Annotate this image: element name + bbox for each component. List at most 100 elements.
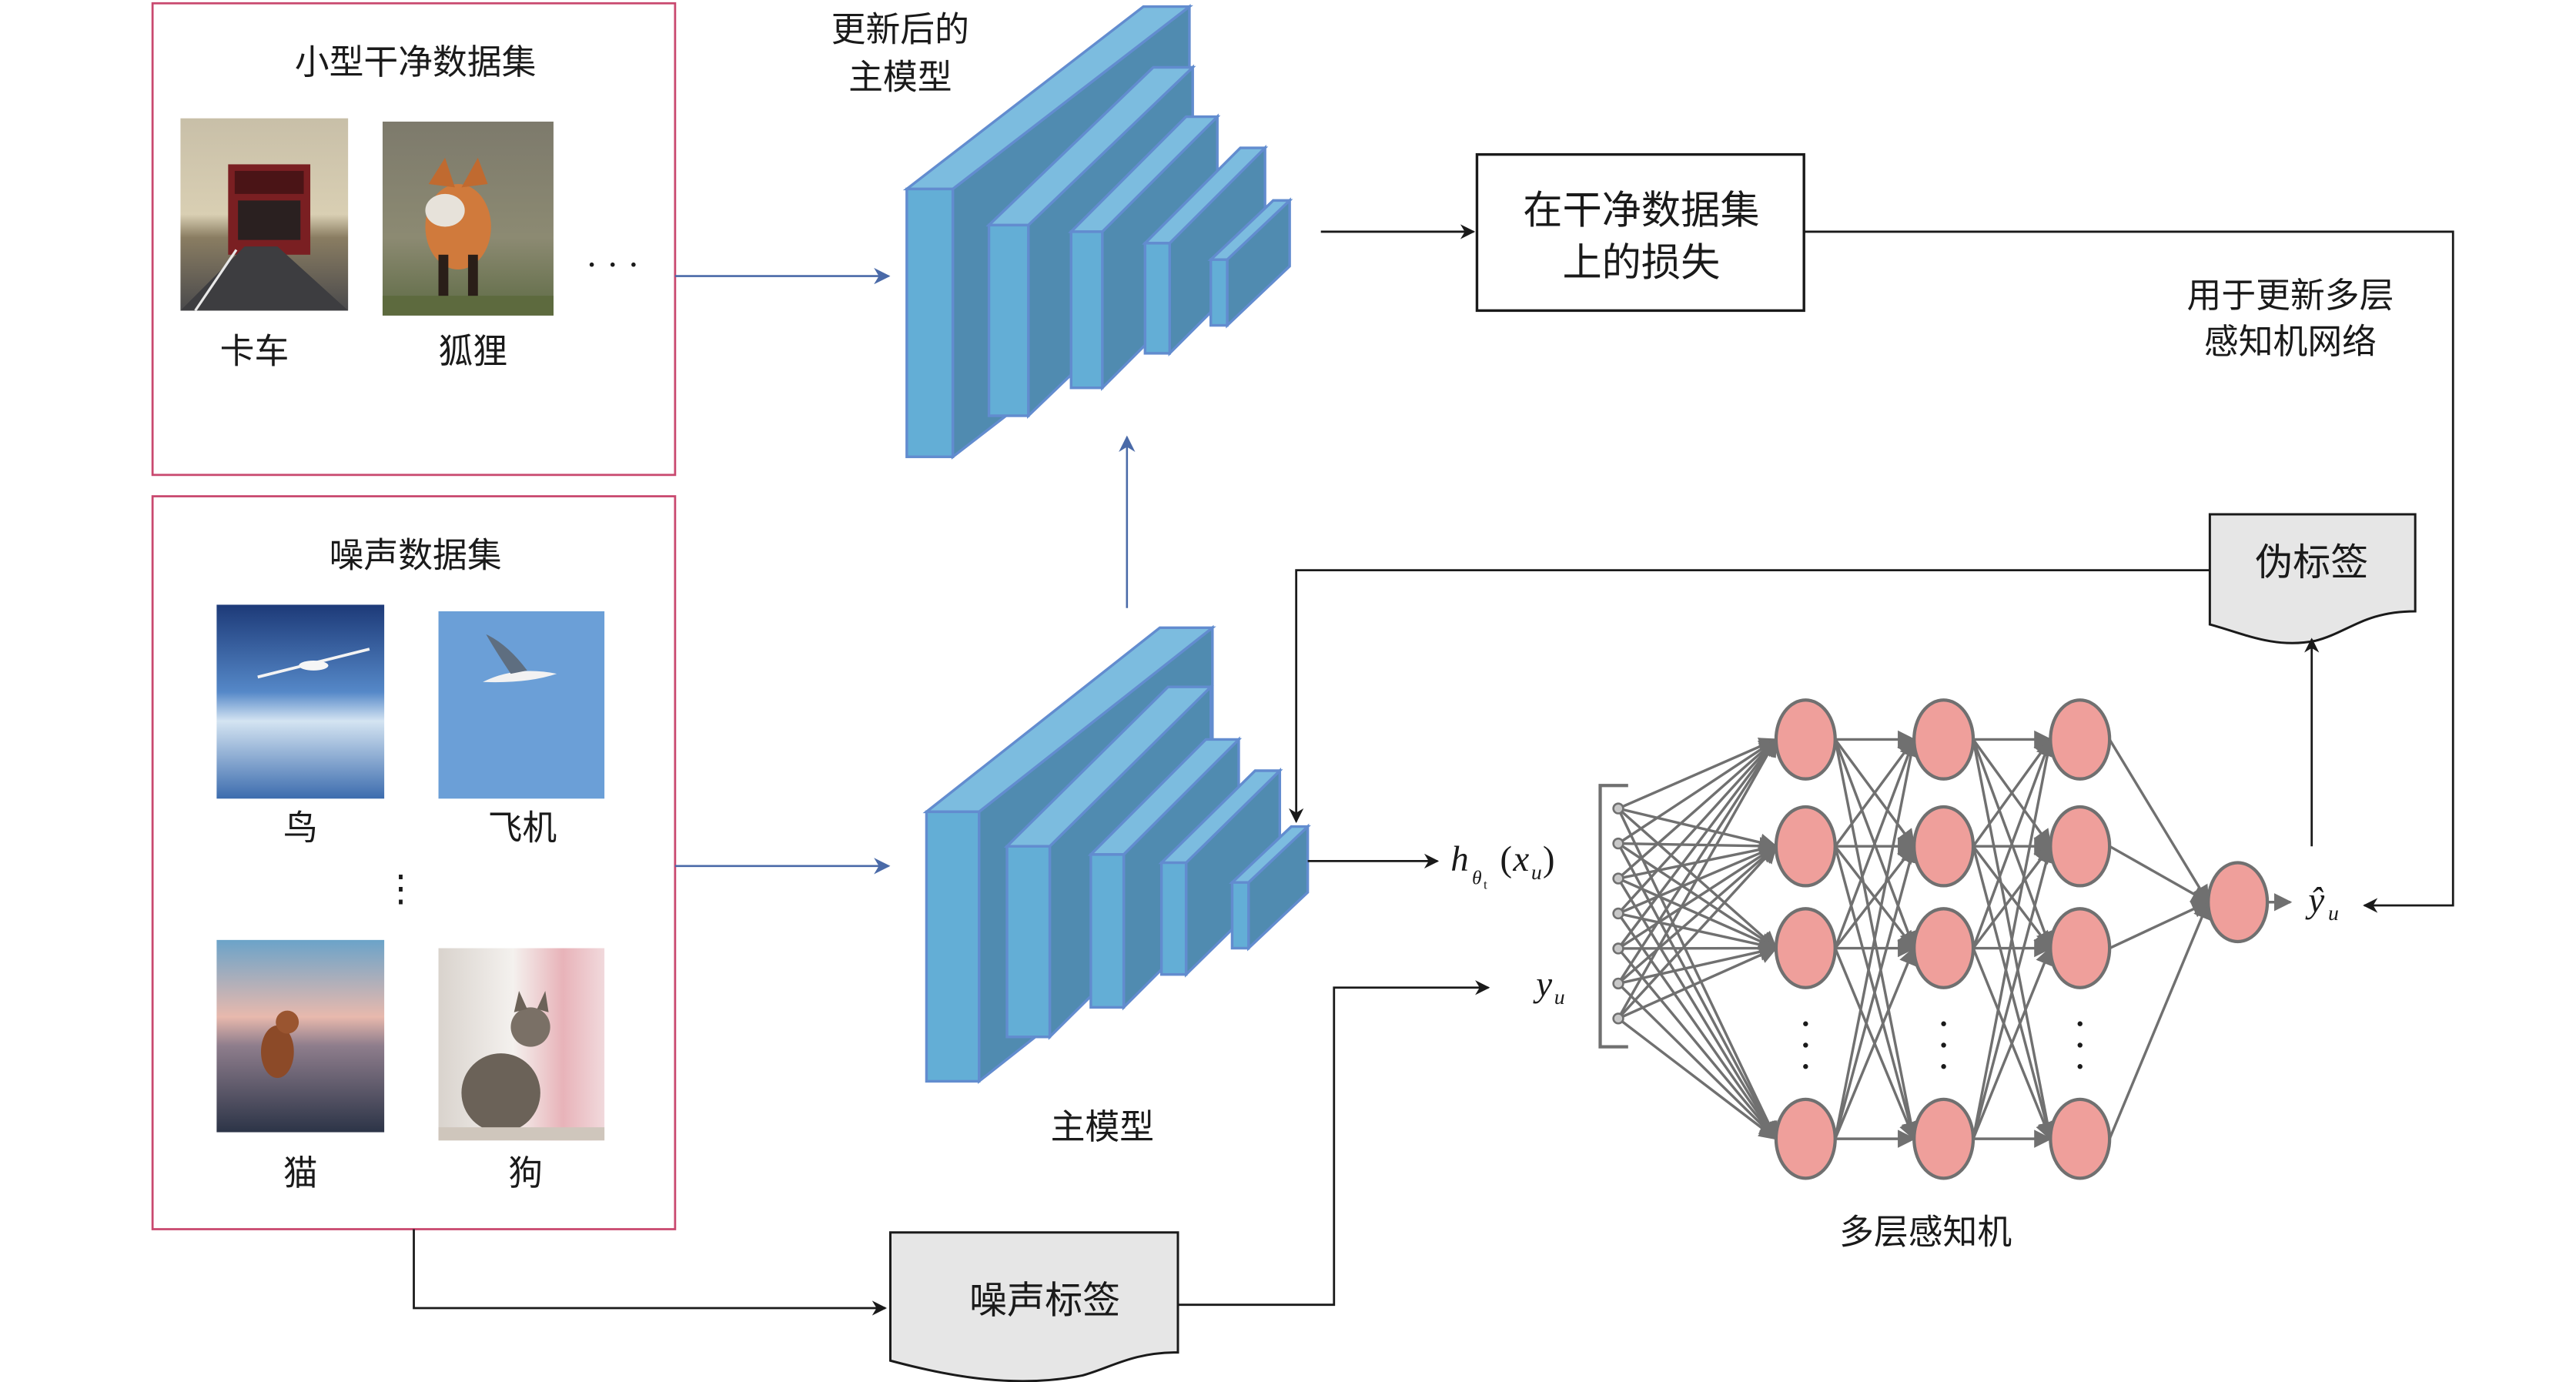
mlp-edge	[1618, 738, 1778, 845]
input-bracket	[1598, 784, 1628, 1049]
mlp-vdot	[2077, 1021, 2083, 1026]
pseudo-label-text: 伪标签	[2255, 540, 2368, 584]
main-model-layer-5	[1229, 823, 1311, 952]
mlp-vdot	[1941, 1021, 1946, 1026]
mlp-edge	[1617, 738, 1778, 949]
mlp-edge	[1834, 738, 1917, 949]
noisy-label-text: 噪声标签	[969, 1277, 1120, 1322]
mlp-edge	[1834, 845, 1915, 949]
layer-front-face	[1069, 230, 1104, 390]
truck-label: 卡车	[220, 331, 289, 372]
mlp-input-node	[1612, 837, 1624, 850]
feature-x-sub: u	[1531, 861, 1542, 885]
mlp-edge	[1617, 982, 1778, 1140]
main-model-layer-4	[1158, 767, 1283, 978]
mlp-input-node	[1612, 872, 1624, 885]
mlp-hidden-neuron-l1	[1774, 698, 1837, 781]
feature-x: x	[1512, 839, 1529, 879]
bird-label: 鸟	[283, 808, 318, 848]
mlp-vdot	[2077, 1064, 2083, 1069]
clean-dataset-panel: 小型干净数据集 卡车 狐狸 · · ·	[151, 2, 677, 477]
main-model-label: 主模型	[1051, 1106, 1154, 1147]
mlp-hidden-neuron-l2	[1912, 1097, 1975, 1180]
prediction-label: ŷ u	[2305, 881, 2338, 926]
mlp-vdot	[2077, 1042, 2083, 1048]
feature-h: h	[1450, 839, 1468, 879]
mlp-edge	[1617, 947, 1778, 1140]
mlp-hidden-neuron-l1	[1774, 1097, 1837, 1180]
mlp-edge	[1972, 738, 2056, 1139]
mlp-vdot	[1803, 1042, 1808, 1048]
layer-front-face	[925, 810, 981, 1083]
mlp-hidden-neuron-l2	[1912, 805, 1975, 888]
main-model-cnn: 主模型	[922, 624, 1311, 1147]
mlp-edge	[1972, 946, 2053, 1139]
layer-front-face	[987, 223, 1030, 417]
mlp-label: 多层感知机	[1839, 1212, 2012, 1253]
noisy-ellipsis: ⋮	[383, 868, 419, 910]
updated-model-label-line1: 更新后的	[831, 8, 969, 49]
cat-label: 猫	[283, 1153, 318, 1193]
mlp-edge	[1617, 842, 1778, 1141]
noisy-dataset-title: 噪声数据集	[330, 534, 502, 575]
mlp-edge	[1617, 878, 1778, 1141]
mlp-input-node	[1612, 977, 1624, 990]
mlp-hidden-neuron-l1	[1774, 805, 1837, 888]
mlp-edge	[1617, 845, 1778, 985]
update-note-line2: 感知机网络	[2204, 321, 2377, 362]
feature-label: h θ t ( x u )	[1450, 839, 1554, 892]
seabird-image	[438, 611, 605, 799]
mlp-edge	[1834, 946, 1916, 1139]
mlp-edge	[2108, 900, 2210, 1139]
updated-model-label-line2: 主模型	[848, 56, 952, 97]
clean-ellipsis: · · ·	[587, 246, 639, 285]
mlp-hidden-neuron-l3	[2049, 698, 2112, 781]
mlp-hidden-neuron-l3	[2049, 805, 2112, 888]
mlp-vdot	[1803, 1064, 1808, 1069]
layer-front-face	[905, 187, 955, 459]
mlp-edge	[1617, 912, 1778, 1141]
mlp-edge	[1617, 738, 1778, 1019]
pseudo-label-doc: 伪标签	[2208, 513, 2417, 644]
clean-loss-line1: 在干净数据集	[1523, 187, 1759, 233]
mlp-edge	[1617, 738, 1778, 985]
noisy-label-to-yu-arrow	[1177, 980, 1490, 1307]
mlp-edge	[1618, 845, 1778, 950]
layer-front-face	[1230, 881, 1250, 950]
mlp-edge	[1618, 942, 1778, 985]
layer-front-face	[1089, 853, 1126, 1009]
mlp-edges	[1617, 730, 2293, 1148]
fox-label: 狐狸	[439, 331, 508, 372]
mlp-vdots	[1803, 1021, 2083, 1069]
feature-close-paren: )	[1543, 839, 1555, 879]
updated-model-cnn: 更新后的 主模型	[831, 4, 1293, 460]
mlp-edge	[1618, 738, 1778, 810]
noisy-target-label: y u	[1533, 964, 1564, 1009]
fox-image	[382, 121, 554, 316]
noisy-dataset-panel: 噪声数据集 鸟 飞机 ⋮ 猫 狗	[151, 495, 677, 1230]
updated-model-layer-5	[1207, 197, 1293, 329]
mlp-edge	[1834, 844, 1919, 1139]
mlp-edge	[2109, 845, 2210, 904]
mlp-edge	[1617, 738, 1778, 915]
mlp-edge	[1617, 738, 1778, 880]
target-y: y	[1533, 964, 1552, 1004]
target-y-sub: u	[1554, 985, 1565, 1009]
mlp-hidden-neuron-l1	[1774, 907, 1837, 989]
feature-theta: θ	[1472, 866, 1482, 888]
feature-open-paren: (	[1500, 839, 1512, 879]
mlp-input-node	[1612, 1012, 1624, 1025]
mlp-edge	[1834, 738, 1920, 1139]
noisy-label-doc: 噪声标签	[888, 1231, 1179, 1382]
mlp-hidden-neuron-l3	[2049, 907, 2112, 989]
update-note-line1: 用于更新多层	[2187, 275, 2394, 316]
mlp-edge	[1617, 1017, 1778, 1140]
mlp-edge	[1617, 808, 1778, 1141]
mlp-edge	[2108, 738, 2210, 904]
mlp-edge	[2109, 901, 2210, 950]
pseudo-label-to-main-model-arrow	[1289, 569, 2210, 824]
mlp-edge	[1972, 844, 2056, 1139]
updated-model-layer-4	[1142, 144, 1269, 357]
mlp-output-neuron	[2206, 861, 2270, 944]
